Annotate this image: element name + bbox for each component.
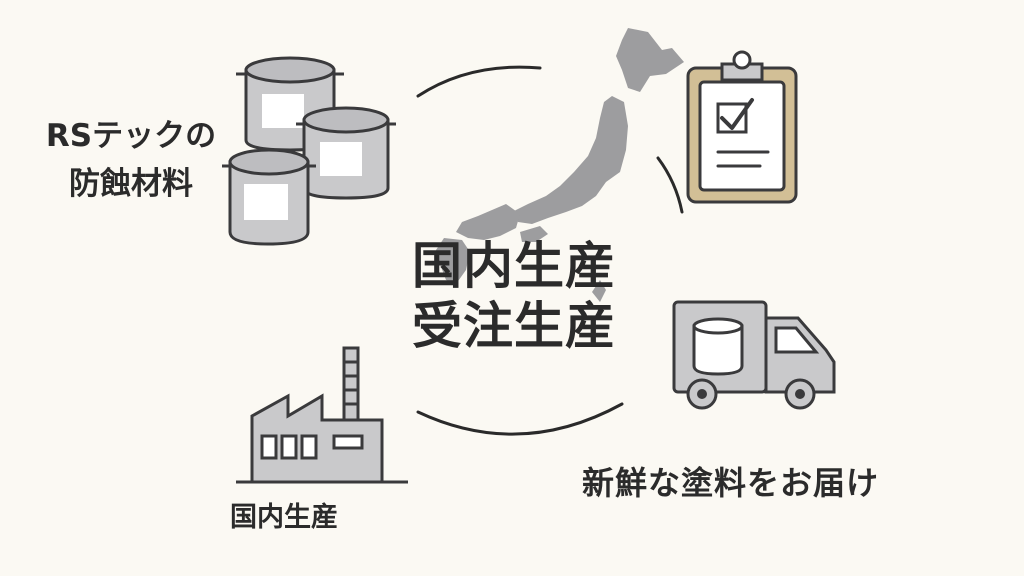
center-title: 国内生産 受注生産 — [392, 236, 636, 356]
factory-label: 国内生産 — [230, 502, 338, 533]
center-title-line2: 受注生産 — [412, 297, 616, 355]
materials-label: RSテックの 防蝕材料 — [36, 112, 226, 208]
paint-can-right — [296, 106, 396, 200]
cycle-arc-right — [656, 156, 684, 214]
delivery-truck-icon — [672, 300, 836, 410]
factory-icon — [236, 346, 408, 484]
japan-map-icon — [436, 28, 684, 302]
paint-cans-icon — [222, 56, 396, 246]
materials-label-line1: RSテックの — [45, 118, 217, 154]
center-title-line1: 国内生産 — [412, 237, 616, 295]
delivery-label: 新鮮な塗料をお届け — [582, 464, 880, 502]
cycle-arcs — [416, 65, 684, 436]
paint-can-front — [222, 148, 316, 246]
cycle-arc-top — [416, 65, 542, 98]
materials-label-line2: 防蝕材料 — [69, 166, 193, 202]
clipboard-check-icon — [686, 50, 798, 204]
cycle-arc-bottom — [416, 402, 624, 436]
